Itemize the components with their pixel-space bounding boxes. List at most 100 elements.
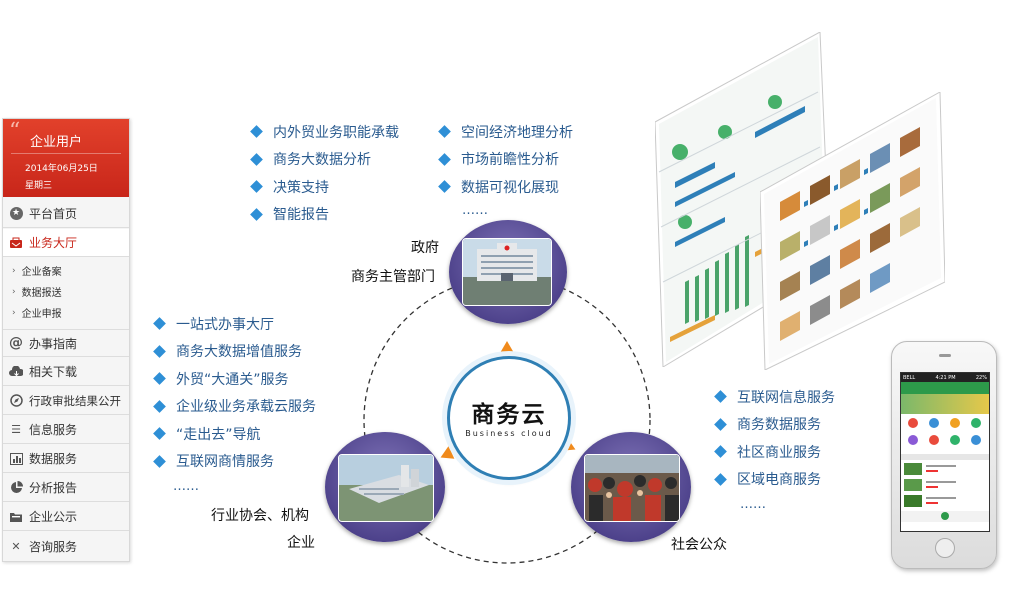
center-subtitle: Business cloud <box>465 429 553 438</box>
app-header <box>901 382 989 394</box>
sidebar-item-label: 办事指南 <box>29 336 78 351</box>
sidebar-item-info-service[interactable]: ☰ 信息服务 <box>3 416 129 444</box>
list-item: 内外贸业务职能承载 <box>250 118 399 146</box>
sidebar-item-label: 分析报告 <box>29 481 78 495</box>
sidebar-item-label: 业务大厅 <box>29 236 78 250</box>
briefcase-icon <box>9 236 23 250</box>
tools-icon: ✕ <box>11 539 21 553</box>
sidebar-item-consulting[interactable]: ✕ 咨询服务 <box>3 532 129 560</box>
sidebar-item-label: 企业公示 <box>29 510 78 524</box>
sidebar-item-label: 信息服务 <box>29 423 78 437</box>
sidebar-subitem-filing[interactable]: › 企业备案 <box>3 260 129 281</box>
banner-image <box>901 394 989 414</box>
pie-chart-icon <box>9 481 23 495</box>
industrial-park-image <box>338 454 434 522</box>
government-building-image <box>462 238 552 306</box>
public-services-list: 互联网信息服务 商务数据服务 社区商业服务 区域电商服务 …… <box>714 383 835 517</box>
diamond-bullet-icon <box>250 180 263 194</box>
government-label: 政府 <box>411 240 439 256</box>
sidebar-item-public-notice[interactable]: 企业公示 <box>3 503 129 531</box>
sidebar-header: “ 企业用户 2014年06月25日 星期三 <box>3 119 129 197</box>
arrow-up-icon <box>500 341 514 353</box>
list-item: 商务大数据增值服务 <box>153 338 316 366</box>
home-button <box>935 538 955 558</box>
sidebar-subitem-data-report[interactable]: › 数据报送 <box>3 281 129 302</box>
sidebar-item-label: 咨询服务 <box>29 539 78 554</box>
subitem-label: 企业申报 <box>21 309 62 320</box>
chevron-right-icon: › <box>12 307 16 318</box>
sidebar-item-analysis-report[interactable]: 分析报告 <box>3 474 129 502</box>
list-item: 数据可视化展现 <box>438 173 573 201</box>
subitem-label: 数据报送 <box>21 288 62 299</box>
sidebar-item-label: 平台首页 <box>29 207 78 221</box>
phone-screen: BELL 4:21 PM 22% <box>900 372 990 532</box>
tab-strip <box>901 454 989 460</box>
association-label: 行业协会、机构 <box>211 508 309 524</box>
sidebar-item-guide[interactable]: @ 办事指南 <box>3 329 129 357</box>
diamond-bullet-icon <box>714 472 727 486</box>
list-item: 市场前瞻性分析 <box>438 146 573 174</box>
status-bar: BELL 4:21 PM 22% <box>901 373 989 382</box>
public-node <box>571 432 691 542</box>
arrow-right-icon <box>561 438 576 451</box>
diamond-bullet-icon <box>250 125 263 139</box>
list-item: 商务大数据分析 <box>250 146 399 174</box>
center-title: 商务云 <box>471 401 547 428</box>
list-item: 空间经济地理分析 <box>438 118 573 146</box>
carrier-label: BELL <box>903 374 916 381</box>
diamond-bullet-icon <box>438 180 451 194</box>
enterprise-sidebar: “ 企业用户 2014年06月25日 星期三 ★ 平台首页 业务大厅 › 企业备… <box>2 118 130 562</box>
time-label: 4:21 PM <box>935 374 956 381</box>
list-item: 商务数据服务 <box>714 411 835 439</box>
analysis-services-list: 空间经济地理分析 市场前瞻性分析 数据可视化展现 …… <box>438 118 573 223</box>
diamond-bullet-icon <box>438 152 451 166</box>
chevron-right-icon: › <box>12 286 16 297</box>
folder-icon <box>9 510 23 524</box>
at-icon: @ <box>9 335 23 351</box>
diamond-bullet-icon <box>153 427 166 441</box>
sidebar-item-label: 数据服务 <box>29 452 78 466</box>
arrow-left-icon <box>440 446 455 459</box>
list-item: 社区商业服务 <box>714 438 835 466</box>
sidebar-item-downloads[interactable]: 相关下载 <box>3 358 129 386</box>
list-item: 外贸“大通关”服务 <box>153 365 316 393</box>
bar-chart-icon <box>9 452 23 466</box>
ellipsis: …… <box>462 202 488 218</box>
sidebar-title: 企业用户 <box>30 135 83 150</box>
diamond-bullet-icon <box>714 390 727 404</box>
enterprise-label: 企业 <box>287 535 315 551</box>
enterprise-services-list: 一站式办事大厅 商务大数据增值服务 外贸“大通关”服务 企业级业务承载云服务 “… <box>153 310 316 499</box>
star-icon: ★ <box>9 207 23 221</box>
quote-icon: “ <box>9 119 21 144</box>
sidebar-item-business-hall[interactable]: 业务大厅 <box>3 229 129 257</box>
list-icon: ☰ <box>11 423 21 436</box>
business-cloud-center: 商务云 Business cloud <box>447 356 571 480</box>
sidebar-item-home[interactable]: ★ 平台首页 <box>3 200 129 228</box>
ellipsis: …… <box>740 497 766 512</box>
diamond-bullet-icon <box>714 445 727 459</box>
sidebar-subitem-application[interactable]: › 企业申报 <box>3 302 129 323</box>
list-item: 一站式办事大厅 <box>153 310 316 338</box>
government-node <box>449 220 567 324</box>
subitem-label: 企业备案 <box>21 267 62 278</box>
list-item: 决策支持 <box>250 173 399 201</box>
sidebar-item-approval-results[interactable]: 行政审批结果公开 <box>3 387 129 415</box>
diamond-bullet-icon <box>438 125 451 139</box>
crowd-image <box>584 454 680 522</box>
sidebar-date: 2014年06月25日 <box>25 164 98 174</box>
public-label: 社会公众 <box>671 537 727 553</box>
catalog-preview <box>760 92 945 370</box>
category-icons <box>908 418 981 445</box>
sidebar-item-label: 相关下载 <box>29 365 78 379</box>
list-item: 智能报告 <box>250 201 399 229</box>
enterprise-node <box>325 432 445 542</box>
diamond-bullet-icon <box>153 399 166 413</box>
sidebar-item-label: 行政审批结果公开 <box>29 393 121 408</box>
sidebar-item-data-service[interactable]: 数据服务 <box>3 445 129 473</box>
battery-label: 22% <box>975 374 987 381</box>
ellipsis: …… <box>173 479 199 494</box>
list-item: 区域电商服务 <box>714 466 835 494</box>
list-item: 互联网信息服务 <box>714 383 835 411</box>
sidebar-weekday: 星期三 <box>25 181 53 191</box>
